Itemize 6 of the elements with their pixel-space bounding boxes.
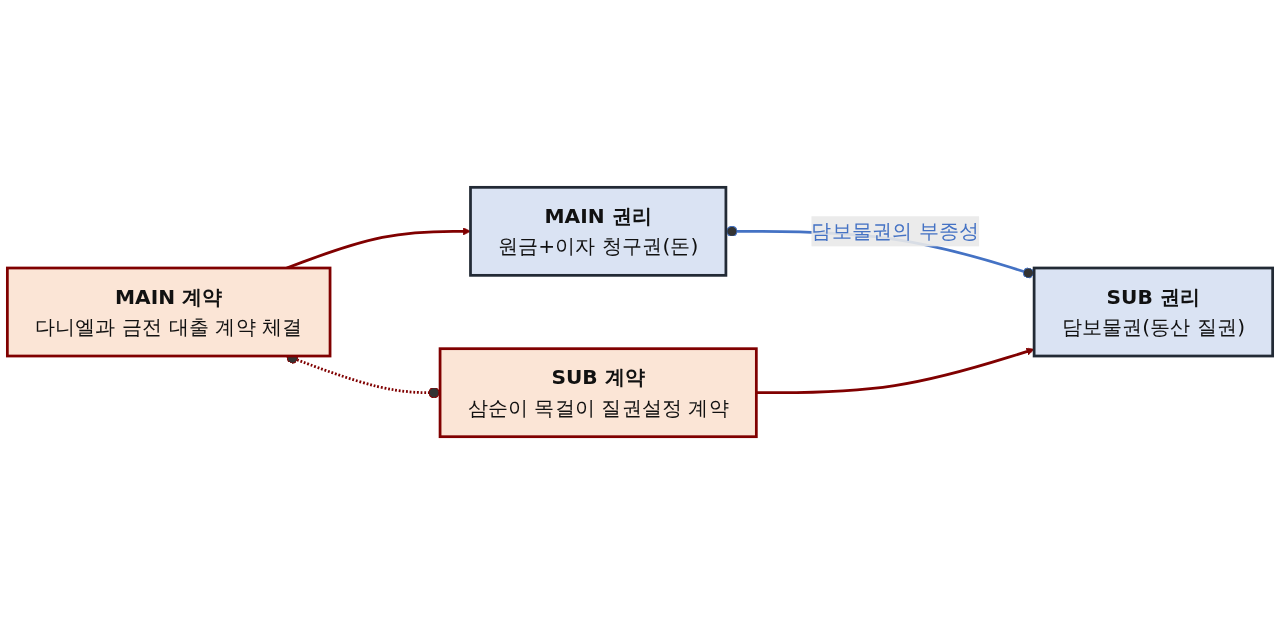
node-box: MAIN 권리 원금+이자 청구권(돈) xyxy=(469,186,728,278)
arrow xyxy=(756,348,1035,395)
node-box: SUB 계약 삼순이 목걸이 질권설정 계약 xyxy=(438,347,758,439)
node-box: MAIN 계약 다니엘과 금전 대출 계약 체결 xyxy=(6,267,332,358)
edge-label: 담보물권의 부종성 xyxy=(811,220,980,244)
node-box: SUB 권리 담보물권(동산 질권) xyxy=(1032,267,1274,358)
